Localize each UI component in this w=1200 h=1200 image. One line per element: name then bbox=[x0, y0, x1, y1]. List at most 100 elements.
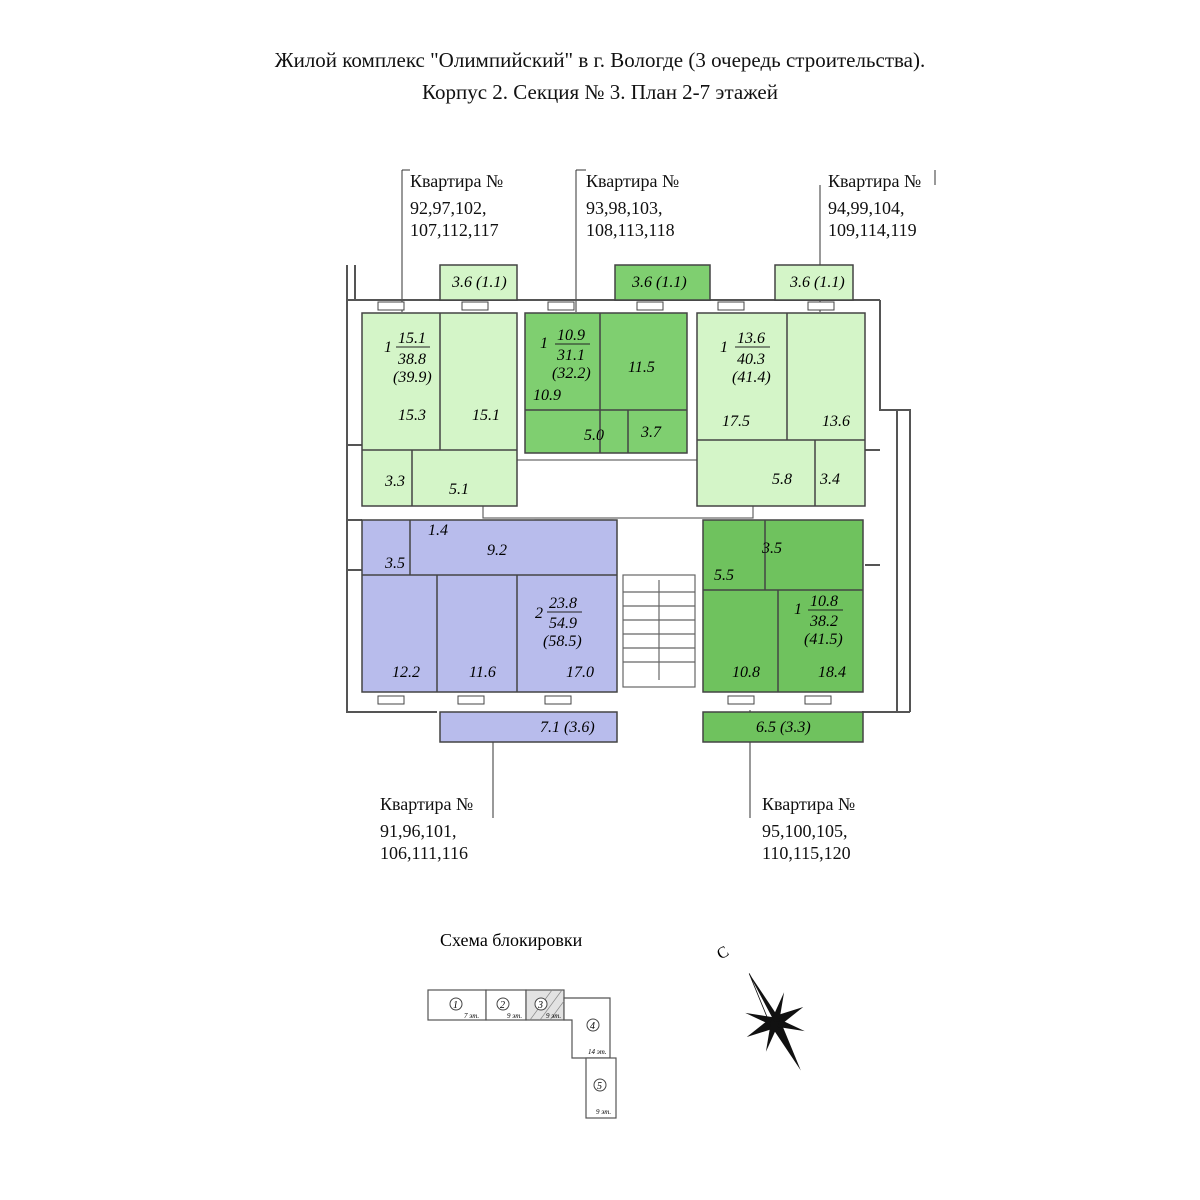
scheme-title: Схема блокировки bbox=[440, 930, 583, 950]
living-area: 10.9 bbox=[557, 327, 585, 344]
apartment-numbers-line2: 106,111,116 bbox=[380, 843, 468, 863]
kitchen-area: 17.5 bbox=[722, 413, 750, 430]
apartment-label-heading: Квартира № bbox=[828, 171, 922, 191]
apartment-numbers-line1: 95,100,105, bbox=[762, 821, 848, 841]
kitchen-area: 10.8 bbox=[732, 664, 760, 681]
apartment-fill bbox=[361, 519, 618, 693]
apartment-numbers-line1: 92,97,102, bbox=[410, 198, 487, 218]
apartment-numbers-line2: 107,112,117 bbox=[410, 220, 499, 240]
scheme-section-circles bbox=[449, 997, 607, 1092]
windows bbox=[377, 301, 835, 705]
apartment-numbers-line2: 110,115,120 bbox=[762, 843, 851, 863]
rooms-count: 1 bbox=[794, 601, 802, 618]
balcony-area: 3.6 (1.1) bbox=[789, 274, 845, 291]
apartment-2 bbox=[524, 264, 711, 454]
bath-area: 3.3 bbox=[384, 473, 405, 490]
living-area: 13.6 bbox=[737, 330, 765, 347]
scheme-section-number: 4 bbox=[590, 1021, 595, 1032]
room-area: 18.4 bbox=[818, 664, 846, 681]
apartment-label-top-right: Квартира № 94,99,104, 109,114,119 bbox=[828, 170, 921, 241]
apartment-5 bbox=[702, 519, 864, 743]
balcony-area: 3.6 (1.1) bbox=[451, 274, 507, 291]
bath-area: 3.4 bbox=[819, 471, 840, 488]
compass-rose-icon bbox=[745, 973, 805, 1071]
apartment-label-top-center: Квартира № 93,98,103, 108,113,118 bbox=[586, 170, 679, 241]
scheme-section-floors: 9 эт. bbox=[546, 1012, 561, 1020]
apartment-1 bbox=[361, 264, 518, 507]
apartment-numbers-line1: 93,98,103, bbox=[586, 198, 663, 218]
apartment-label-bottom-right: Квартира № 95,100,105, 110,115,120 bbox=[762, 793, 855, 864]
hall-area: 5.8 bbox=[772, 471, 792, 488]
total-area: 38.8 bbox=[397, 351, 426, 368]
balcony-fill bbox=[439, 264, 518, 301]
balcony-fill bbox=[702, 711, 864, 743]
bath-area: 3.5 bbox=[761, 540, 782, 557]
scheme-section-number: 2 bbox=[500, 1000, 505, 1011]
bath-area: 3.5 bbox=[384, 555, 405, 572]
living-area: 10.8 bbox=[810, 593, 838, 610]
scheme-section-number: 3 bbox=[537, 1000, 543, 1011]
living-area: 23.8 bbox=[549, 595, 577, 612]
rooms-count: 1 bbox=[540, 335, 548, 352]
bath-area: 3.7 bbox=[640, 424, 662, 441]
rooms-count: 1 bbox=[720, 339, 728, 356]
kitchen-area: 17.0 bbox=[566, 664, 594, 681]
total-area: 38.2 bbox=[809, 613, 838, 630]
balcony-area: 6.5 (3.3) bbox=[756, 719, 811, 736]
apartment-numbers-line1: 94,99,104, bbox=[828, 198, 905, 218]
scheme-section-floors: 9 эт. bbox=[507, 1012, 522, 1020]
balcony-fill bbox=[774, 264, 854, 301]
room1-area: 12.2 bbox=[392, 664, 420, 681]
hall-area: 5.0 bbox=[584, 427, 604, 444]
apartment-numbers-line1: 91,96,101, bbox=[380, 821, 457, 841]
apartment-label-heading: Квартира № bbox=[380, 794, 474, 814]
room2-area: 11.6 bbox=[469, 664, 496, 681]
apartment-numbers-line2: 109,114,119 bbox=[828, 220, 917, 240]
rooms-count: 2 bbox=[535, 605, 543, 622]
apartment-label-heading: Квартира № bbox=[410, 171, 504, 191]
total-area-with-balcony: (41.5) bbox=[804, 631, 843, 648]
room-area: 13.6 bbox=[822, 413, 850, 430]
hall-area: 9.2 bbox=[487, 542, 507, 559]
total-area-with-balcony: (41.4) bbox=[732, 369, 771, 386]
total-area-with-balcony: (32.2) bbox=[552, 365, 591, 382]
hall-area: 5.1 bbox=[449, 481, 469, 498]
total-area-with-balcony: (39.9) bbox=[393, 369, 432, 386]
apartment-3 bbox=[696, 264, 866, 507]
building-outline bbox=[346, 265, 911, 713]
living-area: 15.1 bbox=[398, 330, 426, 347]
scheme-section-floors: 9 эт. bbox=[596, 1108, 611, 1116]
scheme-section-number: 1 bbox=[453, 1000, 458, 1011]
total-area: 31.1 bbox=[556, 347, 585, 364]
wc-area: 1.4 bbox=[428, 522, 448, 539]
plan-title-line1: Жилой комплекс "Олимпийский" в г. Вологд… bbox=[274, 48, 926, 72]
scheme-section-number: 5 bbox=[597, 1081, 602, 1092]
scheme-section-floors: 7 эт. bbox=[464, 1012, 479, 1020]
rooms-count: 1 bbox=[384, 339, 392, 356]
kitchen-area: 15.3 bbox=[398, 407, 426, 424]
kitchen-area: 10.9 bbox=[533, 387, 561, 404]
apartment-fill bbox=[524, 312, 688, 454]
apartment-numbers-line2: 108,113,118 bbox=[586, 220, 675, 240]
compass-north-label: С bbox=[714, 943, 732, 963]
total-area: 54.9 bbox=[549, 615, 577, 632]
apartment-label-heading: Квартира № bbox=[762, 794, 856, 814]
staircase bbox=[622, 574, 696, 688]
room-area: 11.5 bbox=[628, 359, 655, 376]
apartment-fill bbox=[702, 519, 864, 693]
apartment-label-bottom-left: Квартира № 91,96,101, 106,111,116 bbox=[380, 793, 473, 864]
hall-area: 5.5 bbox=[714, 567, 734, 584]
apartment-label-heading: Квартира № bbox=[586, 171, 680, 191]
apartment-4 bbox=[361, 519, 618, 743]
plan-title-line2: Корпус 2. Секция № 3. План 2-7 этажей bbox=[422, 80, 778, 104]
balcony-area: 7.1 (3.6) bbox=[540, 719, 595, 736]
room-area: 15.1 bbox=[472, 407, 500, 424]
balcony-fill bbox=[439, 711, 618, 743]
total-area-with-balcony: (58.5) bbox=[543, 633, 582, 650]
balcony-fill bbox=[614, 264, 711, 301]
apartment-fill bbox=[696, 312, 866, 507]
balcony-area: 3.6 (1.1) bbox=[631, 274, 687, 291]
scheme-section-floors: 14 эт. bbox=[588, 1048, 607, 1056]
total-area: 40.3 bbox=[737, 351, 765, 368]
